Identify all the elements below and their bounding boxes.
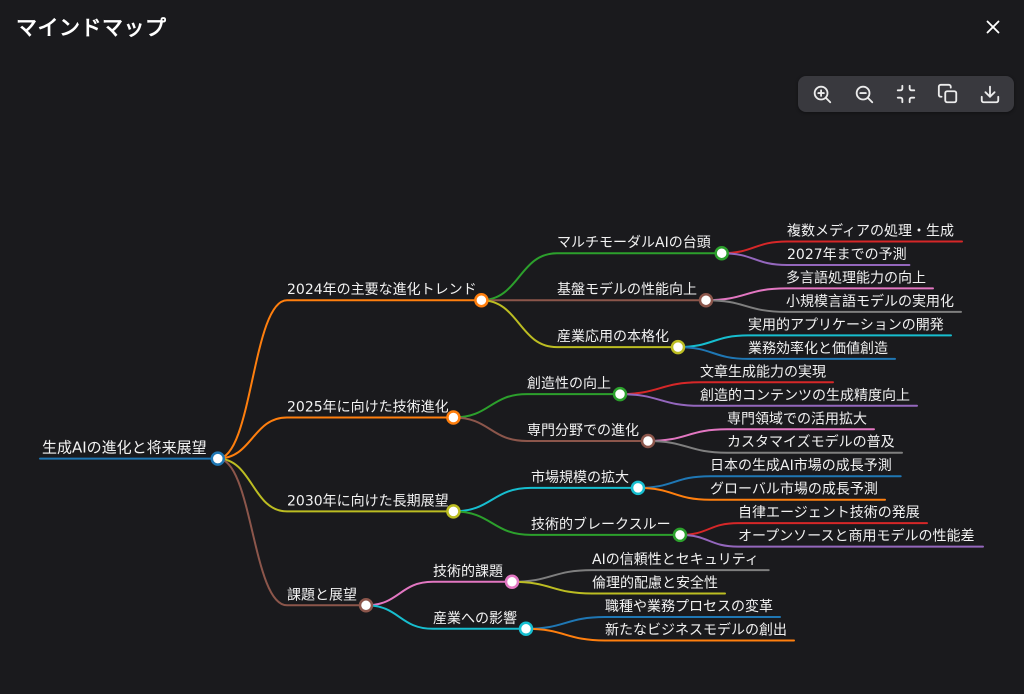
branch-link (525, 627, 795, 642)
copy-icon (937, 83, 958, 104)
node-collapse-circle[interactable] (210, 451, 226, 466)
branch-link (216, 457, 453, 513)
branch-link (452, 510, 679, 536)
node-collapse-circle[interactable] (446, 504, 461, 519)
node-collapse-circle[interactable] (640, 433, 656, 449)
mindmap-node-label[interactable]: 市場規模の拡大 (531, 469, 629, 486)
fit-view-button[interactable] (888, 79, 924, 109)
mindmap-node-label[interactable]: 専門領域での活用拡大 (727, 410, 867, 427)
mindmap-node-label[interactable]: AIの信頼性とセキュリティ (592, 552, 759, 568)
mindmap-node-label[interactable]: 創造的コンテンツの生成精度向上 (700, 388, 910, 404)
mindmap-node-label[interactable]: 文章生成能力の実現 (700, 363, 826, 380)
download-button[interactable] (972, 79, 1008, 109)
branch-link (452, 416, 647, 442)
node-collapse-circle[interactable] (698, 292, 714, 308)
mindmap-node-label[interactable]: 倫理的配慮と安全性 (592, 575, 718, 592)
node-collapse-circle[interactable] (672, 527, 688, 543)
copy-button[interactable] (930, 79, 966, 109)
mindmap-node-label[interactable]: 複数メディアの処理・生成 (787, 223, 954, 240)
branch-link (647, 440, 903, 454)
mindmap-node-label[interactable]: 業務効率化と価値創造 (748, 340, 888, 357)
node-collapse-circle[interactable] (518, 621, 534, 637)
mindmap-node-label[interactable]: 基盤モデルの性能向上 (557, 281, 697, 298)
zoom-in-icon (813, 85, 832, 104)
download-icon (980, 85, 1000, 104)
branch-link (216, 299, 481, 460)
branch-link (705, 299, 962, 313)
branch-link (619, 393, 918, 407)
branch-link (637, 486, 886, 501)
mindmap-node-label[interactable]: グローバル市場の成長予測 (710, 481, 878, 498)
mindmap-node-label[interactable]: 産業への影響 (433, 610, 517, 627)
header: マインドマップ (0, 0, 1024, 54)
mindmap-node-label[interactable]: 小規模言語モデルの実用化 (786, 293, 954, 310)
mindmap-node-label[interactable]: カスタマイズモデルの普及 (727, 434, 895, 451)
node-collapse-circle[interactable] (446, 410, 461, 425)
branch-link (452, 393, 619, 419)
fit-view-icon (896, 84, 916, 104)
mindmap-node-label[interactable]: 生成AIの進化と将来展望 (42, 439, 207, 457)
toolbar (798, 76, 1014, 112)
node-collapse-circle[interactable] (714, 245, 729, 261)
zoom-in-button[interactable] (804, 79, 840, 109)
mindmap-node-label[interactable]: 課題と展望 (287, 587, 357, 603)
branch-link (216, 416, 453, 460)
mindmap-node-label[interactable]: オープンソースと商用モデルの性能差 (738, 528, 974, 545)
branch-link (216, 457, 365, 607)
close-icon (986, 20, 1000, 34)
mindmap-node-label[interactable]: 2030年に向けた長期展望 (287, 493, 449, 509)
branch-link (720, 252, 911, 266)
mindmap-node-label[interactable]: 日本の生成AI市場の成長予測 (710, 457, 892, 474)
close-button[interactable] (978, 12, 1008, 42)
mindmap-node-label[interactable]: 職種や業務プロセスの変革 (605, 598, 773, 615)
zoom-out-button[interactable] (846, 79, 882, 109)
zoom-out-icon (855, 85, 874, 104)
mindmap-node-label[interactable]: 創造性の向上 (527, 376, 611, 392)
page-title: マインドマップ (16, 16, 167, 40)
mindmap-node-label[interactable]: 自律エージェント技術の発展 (738, 505, 920, 521)
mindmap-node-label[interactable]: 技術的ブレークスルー (531, 516, 671, 533)
branch-link (511, 580, 726, 595)
node-collapse-circle[interactable] (358, 598, 374, 613)
branch-link (480, 252, 721, 302)
node-collapse-circle[interactable] (474, 292, 489, 308)
branch-link (452, 486, 637, 513)
mindmap-node-label[interactable]: 専門分野での進化 (527, 423, 639, 439)
mindmap-node-label[interactable]: 技術的課題 (433, 564, 503, 580)
mindmap-node-label[interactable]: 実用的アプリケーションの開発 (748, 317, 944, 333)
branch-link (365, 604, 525, 630)
mindmap-node-label[interactable]: 2024年の主要な進化トレンド (287, 282, 477, 298)
node-collapse-circle[interactable] (612, 386, 628, 402)
branch-link (365, 580, 511, 607)
mindmap-node-label[interactable]: 新たなビジネスモデルの創出 (605, 622, 787, 639)
mindmap-node-label[interactable]: 2025年に向けた技術進化 (287, 400, 449, 416)
mindmap-node-label[interactable]: 産業応用の本格化 (557, 329, 669, 345)
node-collapse-circle[interactable] (670, 339, 686, 355)
mindmap-node-label[interactable]: 多言語処理能力の向上 (786, 269, 926, 286)
node-collapse-circle[interactable] (630, 480, 646, 496)
mindmap-node-label[interactable]: 2027年までの予測 (787, 247, 907, 263)
branch-link (679, 533, 984, 548)
node-collapse-circle[interactable] (504, 574, 520, 590)
branch-link (677, 346, 896, 360)
branch-link (480, 299, 677, 349)
mindmap-node-label[interactable]: マルチモーダルAIの台頭 (557, 235, 711, 251)
